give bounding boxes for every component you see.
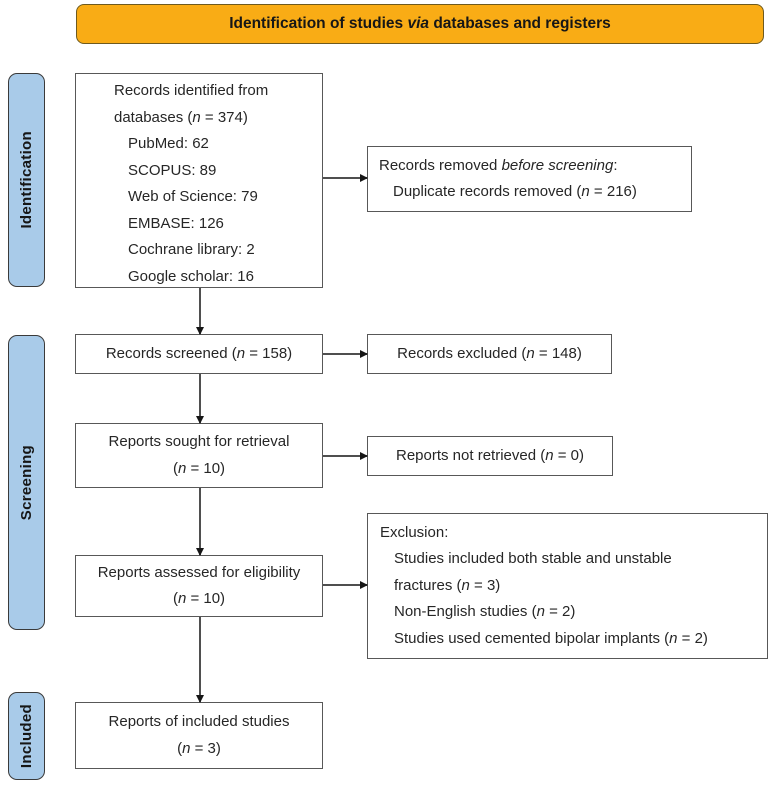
arrow-assessed-to-included xyxy=(199,617,201,702)
exclusion-reason: Studies used cemented bipolar implants (… xyxy=(394,629,708,647)
arrow-screened-to-excluded xyxy=(323,353,367,355)
records-excluded-text: Records excluded (n = 148) xyxy=(397,344,582,362)
records-identified-source: Google scholar: 16 xyxy=(128,267,254,285)
stage-label-screening-text: Screening xyxy=(18,444,35,521)
box-reports-not-retrieved: Reports not retrieved (n = 0) xyxy=(367,436,613,476)
records-identified-line: databases (n = 374) xyxy=(114,108,248,126)
records-identified-source: PubMed: 62 xyxy=(128,135,209,152)
box-records-removed: Records removed before screening: Duplic… xyxy=(367,146,692,212)
arrow-identified-to-removed xyxy=(323,177,367,179)
box-exclusion-reasons: Exclusion: Studies included both stable … xyxy=(367,513,768,659)
reports-sought-line: Reports sought for retrieval xyxy=(108,433,290,450)
reports-sought-line: (n = 10) xyxy=(172,459,226,477)
stage-label-included-text: Included xyxy=(18,703,35,769)
arrow-identified-to-screened xyxy=(199,288,201,334)
records-identified-source: Web of Science: 79 xyxy=(128,188,258,205)
records-identified-source: EMBASE: 126 xyxy=(128,214,224,232)
box-reports-included: Reports of included studies (n = 3) xyxy=(75,702,323,769)
stage-label-screening: Screening xyxy=(8,335,45,630)
exclusion-reason: fractures (n = 3) xyxy=(394,576,501,594)
stage-label-identification-text: Identification xyxy=(18,131,35,229)
records-identified-source: SCOPUS: 89 xyxy=(128,161,217,179)
exclusion-heading: Exclusion: xyxy=(380,523,449,541)
box-records-excluded: Records excluded (n = 148) xyxy=(367,334,612,374)
arrow-assessed-to-exclusion xyxy=(323,584,367,586)
records-identified-line: Records identified from xyxy=(114,82,269,99)
stage-label-included: Included xyxy=(8,692,45,780)
arrow-screened-to-sought xyxy=(199,374,201,423)
banner-title: Identification of studies via databases … xyxy=(229,15,611,32)
reports-assessed-line: Reports assessed for eligibility xyxy=(97,563,301,581)
reports-included-line: (n = 3) xyxy=(177,739,221,757)
box-records-identified: Records identified from databases (n = 3… xyxy=(75,73,323,288)
reports-included-line: Reports of included studies xyxy=(108,713,290,730)
records-identified-source: Cochrane library: 2 xyxy=(128,241,255,258)
box-reports-sought: Reports sought for retrieval (n = 10) xyxy=(75,423,323,488)
records-screened-text: Records screened (n = 158) xyxy=(105,344,293,362)
box-records-screened: Records screened (n = 158) xyxy=(75,334,323,374)
records-removed-line: Records removed before screening: xyxy=(379,156,618,174)
exclusion-reason: Non-English studies (n = 2) xyxy=(394,603,576,621)
reports-assessed-line: (n = 10) xyxy=(172,590,226,607)
arrow-sought-to-assessed xyxy=(199,488,201,555)
arrow-sought-to-not-retrieved xyxy=(323,455,367,457)
box-reports-assessed: Reports assessed for eligibility (n = 10… xyxy=(75,555,323,617)
reports-not-retrieved-text: Reports not retrieved (n = 0) xyxy=(395,446,584,464)
records-removed-line: Duplicate records removed (n = 216) xyxy=(393,183,637,200)
exclusion-reason: Studies included both stable and unstabl… xyxy=(394,550,672,568)
banner: Identification of studies via databases … xyxy=(76,4,764,44)
stage-label-identification: Identification xyxy=(8,73,45,287)
